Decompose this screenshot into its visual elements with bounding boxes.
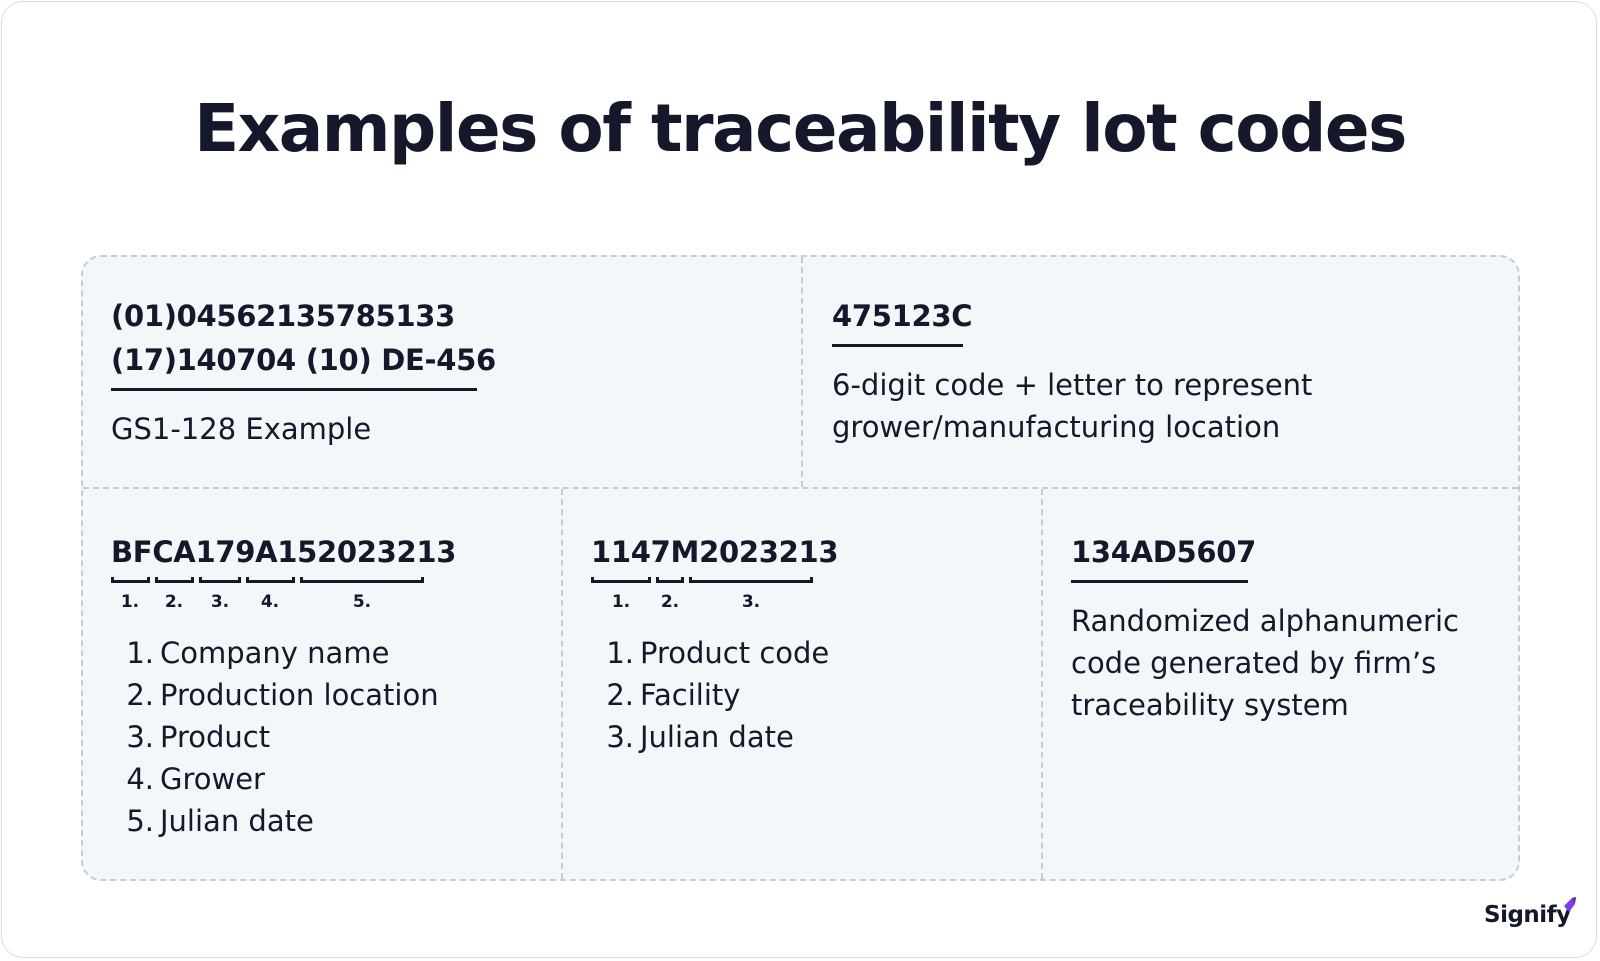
list-item: 1.Product code: [606, 636, 830, 670]
list-item: 5.Julian date: [126, 804, 314, 838]
m2023-segment-number-3: 3.: [741, 592, 761, 612]
bfca-segment-number-3: 3.: [210, 592, 230, 612]
bfca-segment-bracket-4: [246, 577, 295, 583]
signify-logo-mark-icon: [1564, 897, 1576, 912]
bfca-segment-bracket-1: [111, 577, 150, 583]
six-digit-underline: [832, 344, 963, 347]
bfca-segment-bracket-2: [155, 577, 194, 583]
random-description-line3: traceability system: [1071, 688, 1349, 722]
divider-top-vertical: [801, 257, 803, 487]
list-item: 3.Julian date: [606, 720, 794, 754]
bfca-segment-number-2: 2.: [164, 592, 184, 612]
list-item: 2.Facility: [606, 678, 741, 712]
gs1-description: GS1-128 Example: [111, 412, 372, 446]
six-digit-code: 475123C: [832, 299, 973, 333]
m2023-legend-list: 1.Product code 2.Facility 3.Julian date: [604, 632, 829, 758]
bfca-segment-number-1: 1.: [120, 592, 140, 612]
m2023-code: 1147M2023213: [591, 535, 839, 569]
bfca-legend-list: 1.Company name 2.Production location 3.P…: [124, 632, 439, 842]
bfca-code: BFCA179A152023213: [111, 535, 457, 569]
six-digit-description-line2: grower/manufacturing location: [832, 410, 1281, 444]
lot-code-grid: [81, 255, 1520, 881]
list-item: 3.Product: [126, 720, 271, 754]
divider-horizontal: [83, 487, 1518, 489]
bfca-segment-number-4: 4.: [260, 592, 280, 612]
bfca-segment-number-5: 5.: [352, 592, 372, 612]
bfca-segment-bracket-3: [199, 577, 241, 583]
random-code-underline: [1071, 580, 1248, 583]
page-title: Examples of traceability lot codes: [194, 90, 1407, 167]
m2023-segment-bracket-3: [689, 577, 813, 583]
divider-bottom-left: [561, 489, 563, 879]
list-item: 4.Grower: [126, 762, 265, 796]
random-description-line1: Randomized alphanumeric: [1071, 604, 1459, 638]
m2023-segment-bracket-2: [656, 577, 684, 583]
list-item: 1.Company name: [126, 636, 390, 670]
m2023-segment-bracket-1: [591, 577, 651, 583]
list-item: 2.Production location: [126, 678, 439, 712]
m2023-segment-number-2: 2.: [660, 592, 680, 612]
random-code: 134AD5607: [1071, 535, 1257, 569]
signify-logo: Signify: [1484, 902, 1571, 928]
six-digit-description-line1: 6-digit code + letter to represent: [832, 368, 1313, 402]
gs1-code-line1: (01)04562135785133: [111, 299, 455, 333]
bfca-segment-bracket-5: [300, 577, 424, 583]
divider-bottom-right: [1041, 489, 1043, 879]
m2023-segment-number-1: 1.: [611, 592, 631, 612]
random-description-line2: code generated by firm’s: [1071, 646, 1437, 680]
gs1-code-line2: (17)140704 (10) DE-456: [111, 343, 496, 377]
gs1-underline: [111, 388, 477, 391]
